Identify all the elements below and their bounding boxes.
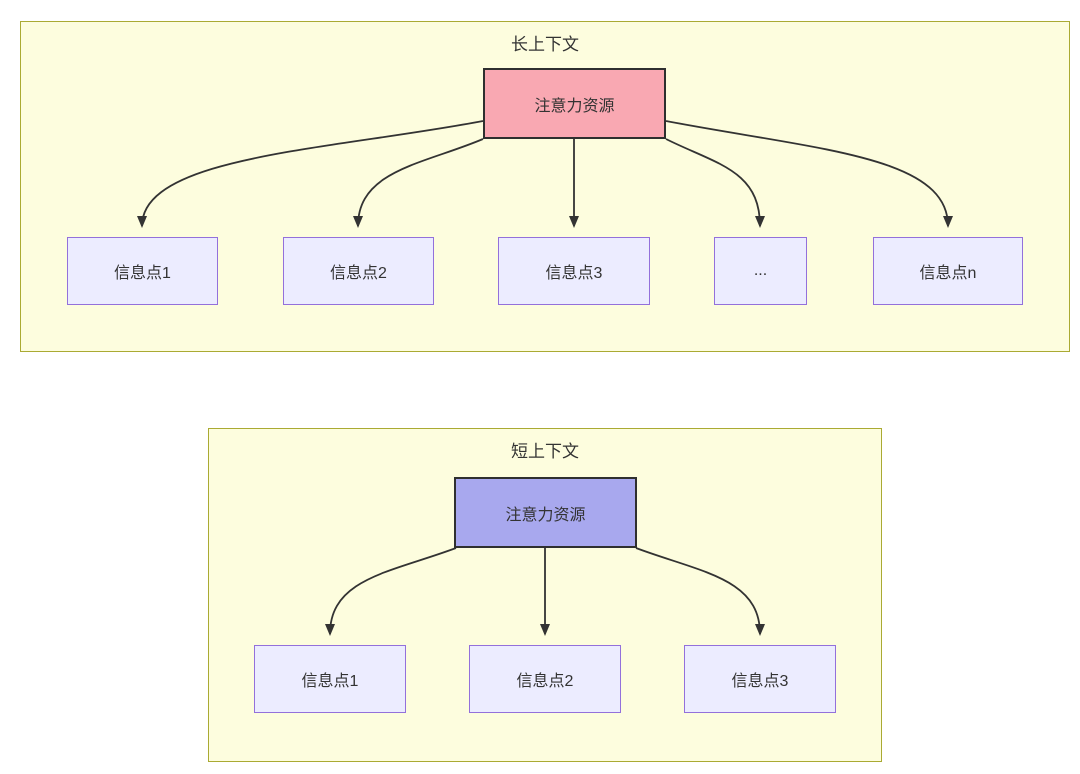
long-info-node-n-label: 信息点n <box>919 265 977 282</box>
short-info-node-3-label: 信息点3 <box>731 673 789 690</box>
long-info-node-ellipsis: ... <box>714 237 807 305</box>
long-info-node-1-label: 信息点1 <box>114 265 171 282</box>
short-attention-resource-node: 注意力资源 <box>454 477 637 548</box>
long-info-node-1: 信息点1 <box>67 237 218 305</box>
long-info-node-n: 信息点n <box>873 237 1023 305</box>
long-info-node-3-label: 信息点3 <box>545 265 603 282</box>
short-info-node-1-label: 信息点1 <box>301 673 359 690</box>
short-info-node-2-label: 信息点2 <box>516 673 574 690</box>
short-context-title: 短上下文 <box>511 442 579 461</box>
long-info-node-3: 信息点3 <box>498 237 650 305</box>
long-info-node-2: 信息点2 <box>283 237 434 305</box>
long-attention-resource-node: 注意力资源 <box>483 68 666 139</box>
short-info-node-1: 信息点1 <box>254 645 406 713</box>
long-attention-resource-label: 注意力资源 <box>534 97 615 115</box>
short-info-node-3: 信息点3 <box>684 645 836 713</box>
short-info-node-2: 信息点2 <box>469 645 621 713</box>
long-context-title: 长上下文 <box>511 35 579 54</box>
long-info-node-ellipsis-label: ... <box>753 262 768 279</box>
short-attention-resource-label: 注意力资源 <box>505 506 586 524</box>
long-info-node-2-label: 信息点2 <box>330 265 387 282</box>
